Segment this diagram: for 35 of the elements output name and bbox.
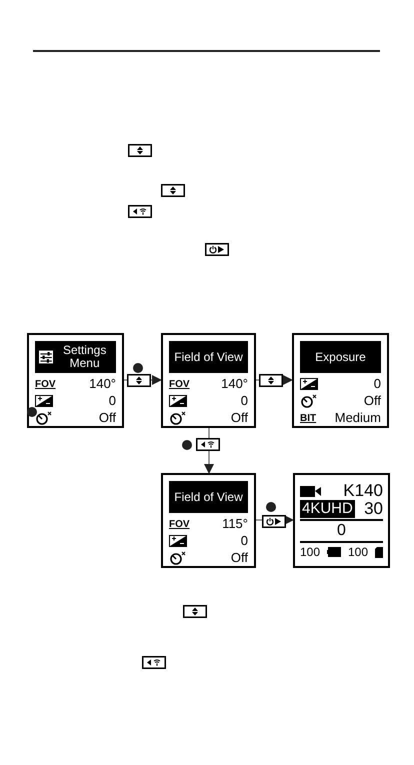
setting-value: Off — [230, 411, 248, 425]
setting-label: FOV — [169, 518, 190, 530]
setting-value: 0 — [374, 377, 381, 391]
storage-percent: 100 — [348, 545, 368, 559]
setting-value: 0 — [240, 534, 248, 548]
field-of-view-value: K140 — [343, 481, 383, 500]
recording-count: 0 — [337, 521, 346, 541]
screen-title: Exposure — [315, 350, 366, 364]
frame-rate-value: 30 — [364, 500, 383, 518]
arrow — [124, 375, 162, 385]
setting-value: Off — [364, 394, 381, 408]
menu-screen — [27, 333, 124, 428]
setting-value: 115° — [222, 517, 248, 531]
setting-value: Medium — [334, 411, 381, 425]
setting-value: 0 — [240, 394, 248, 408]
setting-value: 140° — [89, 377, 116, 391]
resolution-label: 4KUHD — [300, 500, 355, 518]
setting-value: 0 — [108, 394, 116, 408]
screen-title: Field of View — [174, 490, 243, 504]
battery-percent: 100 — [300, 545, 320, 559]
arrow — [256, 375, 293, 385]
setting-value: Off — [98, 411, 116, 425]
menu-screen — [292, 333, 389, 428]
setting-label: FOV — [169, 378, 190, 390]
menu-screen — [161, 473, 256, 568]
screen-title: Field of View — [174, 350, 243, 364]
screen-title: Settings Menu — [62, 344, 108, 370]
arrow — [204, 428, 214, 474]
setting-value: 140° — [221, 377, 248, 391]
setting-label: FOV — [35, 378, 56, 390]
setting-label: BIT — [300, 412, 316, 424]
camera-status-screen — [293, 473, 390, 568]
arrow — [256, 515, 294, 525]
setting-value: Off — [230, 551, 248, 565]
menu-screen — [161, 333, 256, 428]
